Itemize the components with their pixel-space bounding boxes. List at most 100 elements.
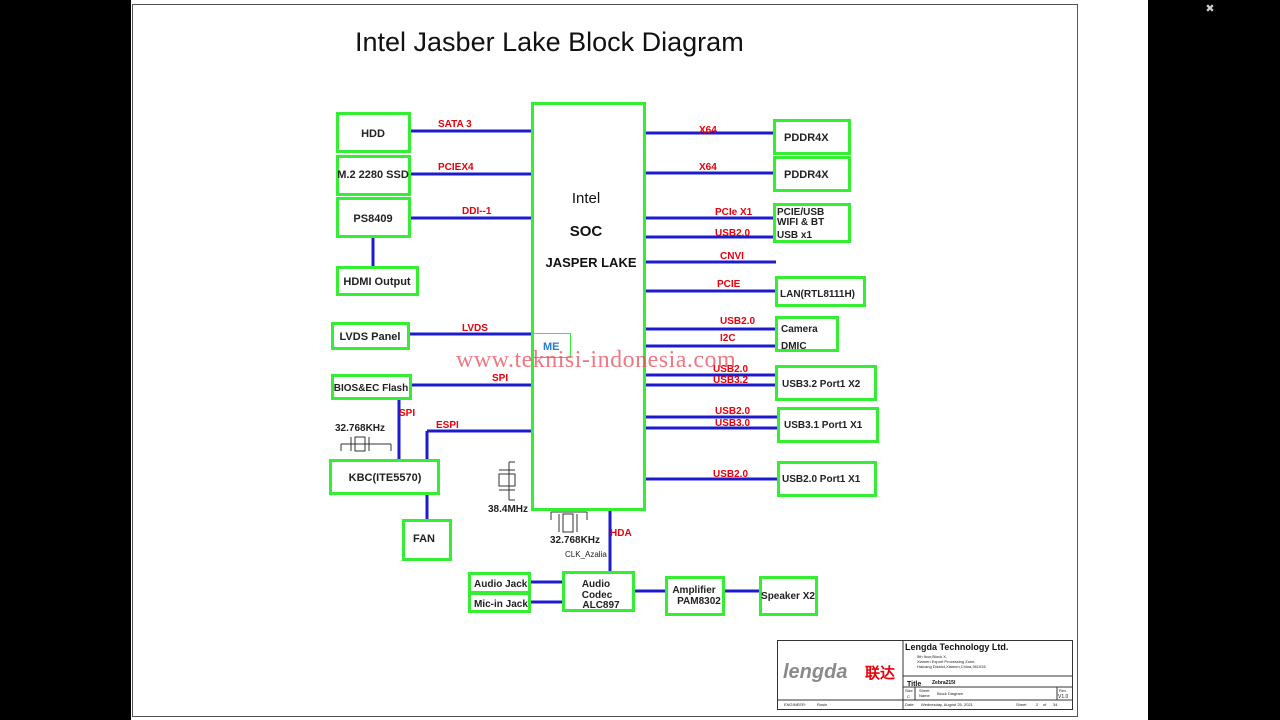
title-block (777, 640, 1073, 710)
ssd-label: M.2 2280 SSD (337, 169, 409, 181)
ps8409-label: PS8409 (353, 213, 392, 225)
wifi-label-3: USB x1 (777, 230, 812, 241)
amp-label-1: Amplifier (672, 585, 715, 596)
sheet-name-label: Name (919, 693, 930, 698)
signal-usb20-p31: USB2.0 (715, 406, 750, 417)
dmic-label: DMIC (781, 341, 807, 352)
camera-label: Camera (781, 324, 818, 335)
hdd-label: HDD (361, 128, 385, 140)
date-label: Date: (905, 702, 915, 707)
pddr4x-block-1[interactable] (773, 119, 851, 155)
codec-label-2: Codec (582, 590, 613, 601)
crystal-soc-main (498, 461, 516, 501)
title-label: Title (907, 681, 921, 688)
signal-spi-kbc: SPI (399, 408, 415, 419)
crystal-kbc (340, 436, 392, 452)
wifi-bt-block[interactable] (773, 203, 851, 243)
audio-codec-block[interactable] (562, 571, 635, 612)
ssd-block[interactable] (336, 155, 411, 196)
usb31-port-block[interactable] (777, 407, 879, 443)
signal-pciex4: PCIEX4 (438, 162, 474, 173)
wifi-label-1: PCIE/USB (777, 207, 824, 218)
signal-lvds: LVDS (462, 323, 488, 334)
camera-dmic-block[interactable] (775, 316, 839, 352)
engineer-label: ENGINEER: (784, 702, 806, 707)
lan-label: LAN(RTL8111H) (780, 289, 855, 300)
mic-jack-block[interactable] (468, 592, 531, 613)
wifi-label-2: WIFI & BT (777, 217, 824, 228)
sheet-frame (132, 4, 1078, 717)
hdmi-block[interactable] (336, 266, 419, 296)
soc-label-soc: SOC (570, 223, 603, 240)
codec-label-3: ALC897 (582, 600, 620, 611)
fan-label: FAN (413, 533, 435, 545)
pddr4x-block-2[interactable] (773, 156, 851, 192)
sheet-number: 2 (1036, 702, 1039, 707)
pddr4x-label-1: PDDR4X (784, 132, 829, 144)
sheet-name-value: Block Diagram (937, 691, 964, 696)
signal-i2c: I2C (720, 333, 736, 344)
fan-block[interactable] (402, 519, 452, 561)
soc-label-intel: Intel (572, 190, 600, 207)
engineer-value: Rosin (817, 702, 827, 707)
sheet-total: 34 (1053, 702, 1058, 707)
me-block (533, 333, 571, 358)
mic-jack-label: Mic-in Jack (474, 599, 528, 610)
sheet-label: Sheet (919, 688, 930, 693)
codec-label-1: Audio (582, 579, 610, 590)
diagram-title: Intel Jasber Lake Block Diagram (355, 27, 744, 57)
soc-block[interactable] (531, 102, 646, 511)
clock-soc-rtc-label: 32.768KHz (550, 535, 600, 546)
hdd-block[interactable] (336, 112, 411, 153)
close-icon[interactable]: ✖ (1205, 2, 1215, 15)
company-logo-cn: 联达 (865, 664, 895, 682)
signal-x64a: X64 (699, 125, 717, 136)
signal-espi: ESPI (436, 420, 459, 431)
company-logo: lengda (783, 661, 847, 683)
company-address-3: Haicang District,Xiamen,China,361026 (917, 664, 986, 669)
watermark: www.teknisi-indonesia.com (456, 347, 736, 373)
usb32-port-block[interactable] (775, 365, 877, 401)
lan-block[interactable] (775, 276, 866, 307)
lvds-panel-block[interactable] (331, 322, 410, 350)
signal-pcie-x1: PCIe X1 (715, 207, 753, 218)
size-label: Size (905, 688, 914, 693)
crystal-soc-rtc (550, 511, 588, 533)
signal-spi: SPI (492, 373, 508, 384)
soc-label-jasper: JASPER LAKE (545, 255, 636, 270)
signal-cnvi: CNVI (720, 251, 744, 262)
kbc-block[interactable] (329, 459, 440, 495)
speaker-label: Speaker X2 (761, 591, 815, 602)
signal-usb20-wifi: USB2.0 (715, 228, 750, 239)
sheet-of-label: Sheet (1016, 702, 1027, 707)
bios-block[interactable] (331, 374, 412, 400)
size-value: C (907, 694, 910, 699)
usb32-port-label: USB3.2 Port1 X2 (782, 379, 861, 390)
signal-usb20-p20: USB2.0 (713, 469, 748, 480)
clock-azalia-label: CLK_Azalia (565, 550, 607, 559)
usb31-port-label: USB3.1 Port1 X1 (784, 420, 863, 431)
signal-pcie-lan: PCIE (717, 279, 741, 290)
company-address-1: 5th floor,Block X, (917, 654, 947, 659)
clock-soc-main-label: 38.4MHz (488, 504, 528, 515)
bus-lines (371, 129, 778, 604)
rev-label: Rev (1059, 688, 1066, 693)
signal-hda: HDA (610, 528, 632, 539)
lvds-panel-label: LVDS Panel (340, 331, 401, 343)
signal-usb20-cam: USB2.0 (720, 316, 755, 327)
signal-sata3: SATA 3 (438, 119, 472, 130)
me-label: ME (543, 341, 560, 353)
amplifier-block[interactable] (665, 576, 725, 616)
usb20-port-block[interactable] (777, 461, 877, 497)
of-label: of (1043, 702, 1047, 707)
amp-label-2: PAM8302 (677, 596, 721, 607)
company-address-2: Xiamen Export Processing Zone, (917, 659, 975, 664)
pddr4x-label-2: PDDR4X (784, 169, 829, 181)
date-value: Wednesday, August 25, 2021 (921, 702, 974, 707)
company-name: Lengda Technology Ltd. (905, 642, 1008, 652)
signal-usb20-p32: USB2.0 (713, 364, 748, 375)
block-diagram: Intel Jasber Lake Block Diagram Intel (132, 4, 1078, 717)
ps8409-block[interactable] (336, 197, 411, 238)
title-value: Zebra215I (932, 680, 956, 686)
speaker-block[interactable] (759, 576, 818, 616)
